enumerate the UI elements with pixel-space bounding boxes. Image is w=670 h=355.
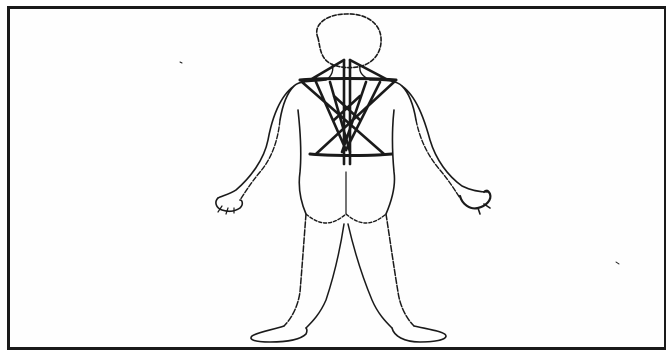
back-cross-lines: [300, 60, 396, 164]
right-leg: [348, 214, 446, 342]
left-leg: [251, 214, 344, 342]
right-arm: [402, 86, 490, 214]
left-arm: [216, 86, 294, 214]
speck-marks: [180, 62, 619, 264]
torso-outline: [280, 80, 416, 223]
